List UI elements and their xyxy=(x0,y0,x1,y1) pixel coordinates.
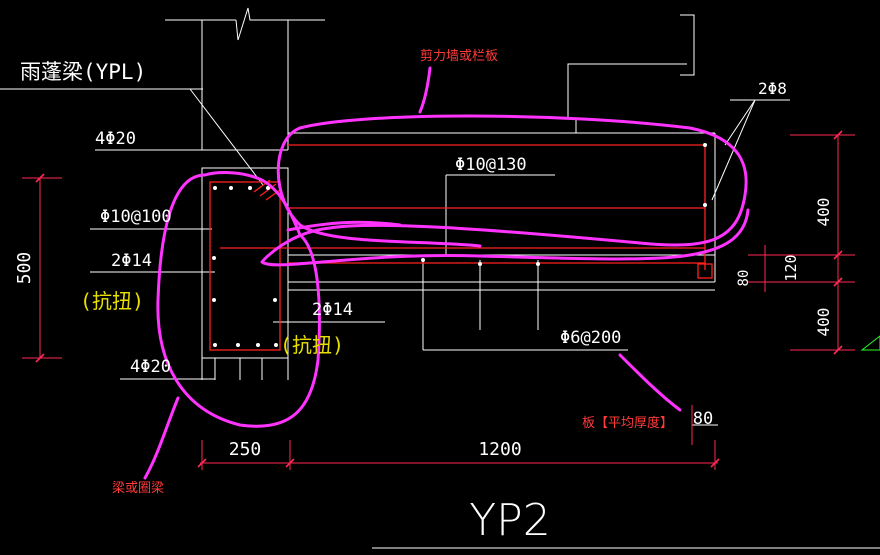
stirrup-label: Φ10@100 xyxy=(100,207,172,227)
torsion-right-label: (抗扭) xyxy=(280,333,344,357)
slab-top-rebar-label: Φ10@130 xyxy=(455,155,527,175)
drawing-title: YP2 xyxy=(469,495,550,546)
top-bars-label: 4Φ20 xyxy=(95,129,136,149)
side-bars-left-label: 2Φ14 xyxy=(111,251,152,271)
beam-name-label: 雨蓬梁(YPL) xyxy=(20,60,146,84)
right-lower-dim: 400 xyxy=(814,308,833,337)
canopy-length-dim: 1200 xyxy=(478,439,521,460)
wall-bars-label: 2Φ8 xyxy=(758,79,787,98)
bottom-bars-label: 4Φ20 xyxy=(130,357,171,377)
slab-note: 板【平均厚度】 xyxy=(582,415,673,431)
annotation-strokes xyxy=(143,66,750,480)
beam-note: 梁或圈梁 xyxy=(112,481,164,496)
beam-height-dim: 500 xyxy=(14,252,35,285)
side-bars-right-label: 2Φ14 xyxy=(312,300,353,320)
right-mid-dim: 120 xyxy=(782,254,800,281)
beam-width-dim: 250 xyxy=(229,439,262,460)
rebar-lines xyxy=(209,144,713,351)
dimension-ticks xyxy=(35,130,843,468)
right-small-dim: 80 xyxy=(736,270,752,287)
shear-wall-note: 剪力墙或栏板 xyxy=(420,48,498,64)
slab-thickness-dim: 80 xyxy=(693,409,713,429)
slab-dist-rebar-label: Φ6@200 xyxy=(560,328,621,348)
right-upper-dim: 400 xyxy=(814,198,833,227)
torsion-left-label: (抗扭) xyxy=(80,289,144,313)
level-marker xyxy=(860,335,880,351)
structure-lines xyxy=(0,7,880,549)
rebar-dots xyxy=(212,143,707,347)
dimension-lines xyxy=(22,134,855,470)
